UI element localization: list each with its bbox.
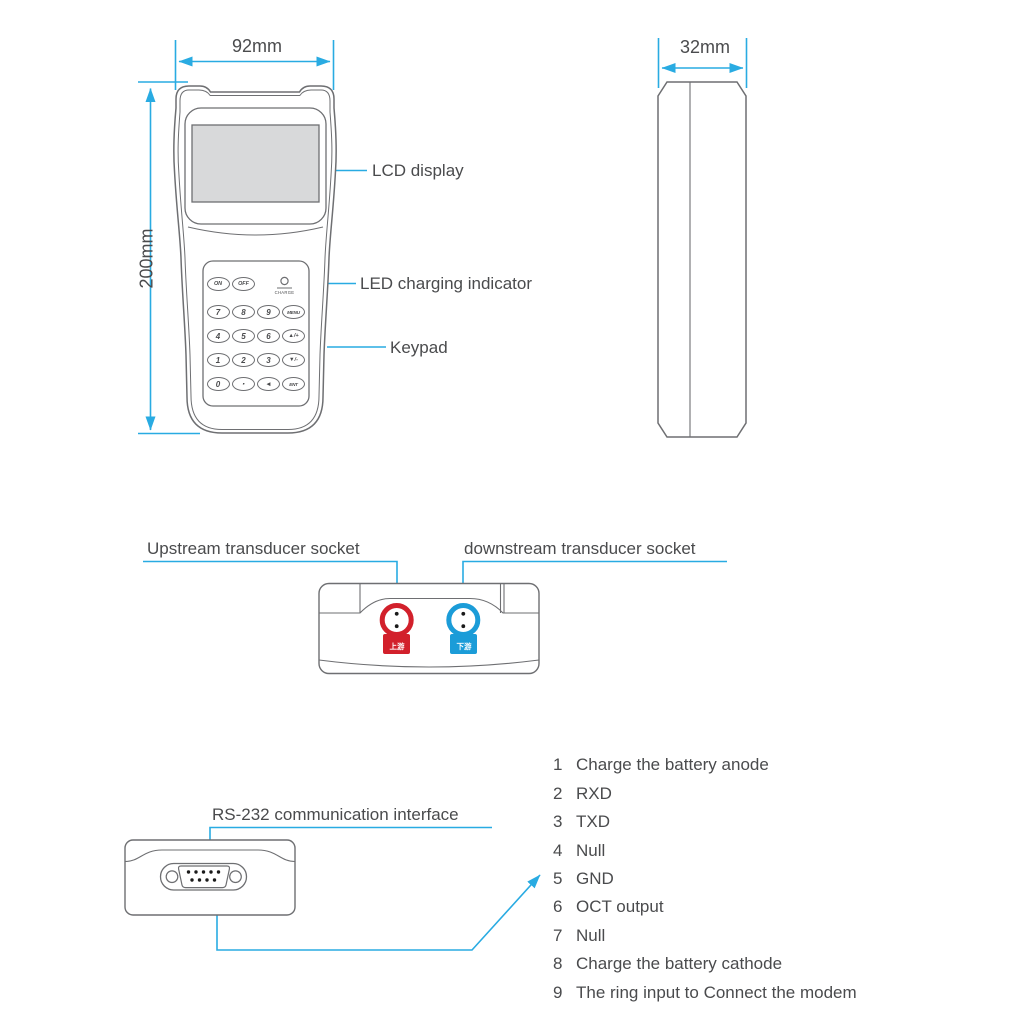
top-saddle-curve <box>319 597 539 614</box>
lcd-screen <box>191 124 320 203</box>
db9-pins <box>186 870 221 882</box>
socket-pin <box>394 624 399 629</box>
rs232-interface-label: RS-232 communication interface <box>212 805 459 824</box>
keypad-panel <box>202 260 310 407</box>
socket-pin <box>461 624 466 629</box>
key-on: ON <box>206 277 230 291</box>
upstream-socket-label: Upstream transducer socket <box>147 539 360 558</box>
height-dimension-text: 200mm <box>136 228 157 289</box>
key-6: 6 <box>257 329 280 343</box>
front-view <box>173 85 337 434</box>
charge-indicator-text: CHARGE <box>274 289 295 295</box>
downstream-socket-label: downstream transducer socket <box>464 539 696 558</box>
key-9: 9 <box>257 305 280 319</box>
downstream-tag-text: 下游 <box>456 642 472 651</box>
side-view <box>657 81 747 438</box>
key-ent: ENT <box>282 377 305 391</box>
db9-screw-hole-right <box>229 870 242 884</box>
key-down-minus: ▼/- <box>282 353 305 367</box>
key-0: 0 <box>206 377 230 391</box>
socket-pin <box>394 611 399 616</box>
top-bottom-curve <box>318 659 540 668</box>
bottom-saddle-curve <box>124 849 296 863</box>
key-backspace: ◄ <box>257 377 280 391</box>
key-menu: MENU <box>282 305 305 319</box>
depth-dimension-text: 32mm <box>679 37 730 57</box>
db9-screw-hole-left <box>165 870 179 884</box>
top-view <box>318 582 540 675</box>
width-dimension-text: 92mm <box>231 36 282 56</box>
key-1: 1 <box>206 353 230 367</box>
db9-pinlist-arrow <box>216 874 541 951</box>
key-5: 5 <box>232 329 255 343</box>
upstream-tag-text: 上游 <box>389 642 405 651</box>
key-up-plus: ▲/+ <box>282 329 305 343</box>
led-charging-indicator-icon <box>280 276 289 286</box>
db9-shell <box>177 865 231 889</box>
downstream-socket <box>446 603 481 637</box>
bottom-view <box>124 839 296 916</box>
downstream-tag <box>450 634 477 654</box>
top-outline <box>318 582 540 675</box>
dimension-lines <box>138 38 748 435</box>
key-3: 3 <box>257 353 280 367</box>
key-2: 2 <box>232 353 255 367</box>
key-dot: · <box>232 377 255 391</box>
key-4: 4 <box>206 329 230 343</box>
socket-pin <box>461 611 466 616</box>
bezel-lower-arc <box>187 226 324 236</box>
keypad-label: Keypad <box>390 338 448 357</box>
upstream-socket <box>379 603 414 637</box>
key-8: 8 <box>232 305 255 319</box>
upstream-tag <box>383 634 410 654</box>
side-outline <box>657 81 747 438</box>
lcd-display-label: LCD display <box>372 161 464 180</box>
key-7: 7 <box>206 305 230 319</box>
key-off: OFF <box>232 277 255 291</box>
led-charging-label: LED charging indicator <box>360 274 532 293</box>
front-inner-outline <box>177 89 333 430</box>
